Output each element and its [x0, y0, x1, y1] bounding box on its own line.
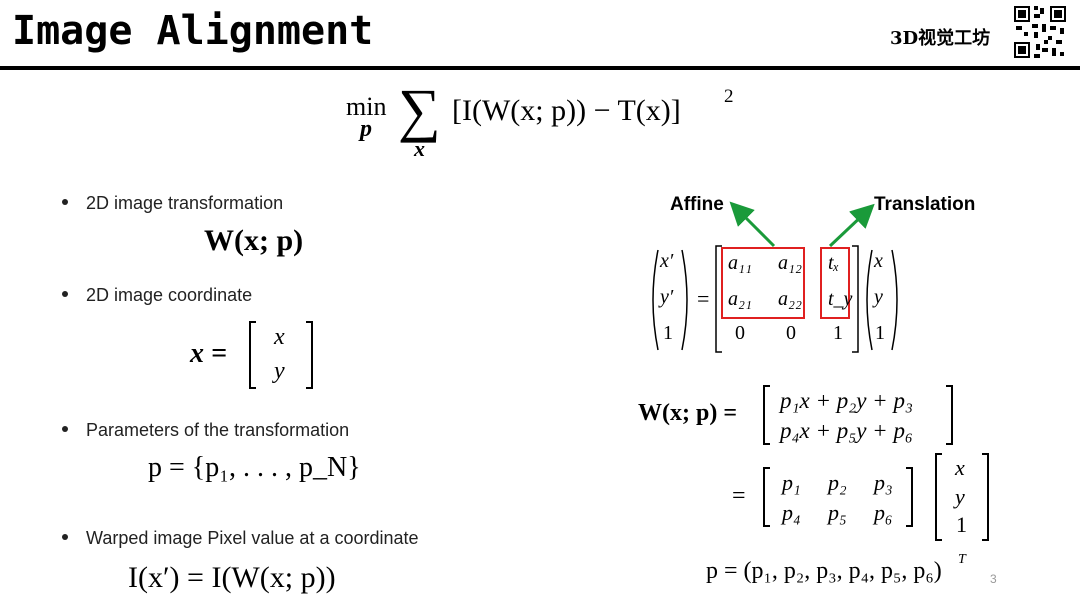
- homog-y: y: [955, 484, 965, 509]
- bullet-parameters: Parameters of the transformation: [62, 420, 349, 441]
- page-number: 3: [990, 572, 997, 586]
- param-p3: p₃: [874, 470, 893, 495]
- formula-warped: I(x′) = I(W(x; p)): [128, 561, 336, 594]
- affine-equals: =: [697, 286, 710, 311]
- objective-expression: [I(W(x; p)) − T(x)]: [452, 94, 681, 127]
- coordinate-vector-brackets: [249, 321, 313, 389]
- min-subscript: p: [360, 116, 372, 142]
- param-p5: p₅: [828, 500, 847, 525]
- objective-exponent: 2: [724, 86, 734, 107]
- min-operator: min: [346, 92, 386, 122]
- param-p4: p₄: [782, 500, 801, 525]
- min-label: min: [346, 92, 387, 121]
- bullet-text: Warped image Pixel value at a coordinate: [86, 528, 419, 548]
- label-translation: Translation: [874, 194, 976, 215]
- box-affine: [721, 247, 805, 319]
- param-vector: p = (p₁, p₂, p₃, p₄, p₅, p₆): [706, 558, 942, 584]
- homog-one: 1: [956, 512, 967, 537]
- warp-lhs: W(x; p) =: [638, 400, 737, 426]
- matrix-r3c1: 0: [735, 322, 745, 344]
- matrix-a12: a₁₂: [778, 252, 802, 274]
- header-rule: [0, 66, 1080, 70]
- sum-subscript: x: [414, 136, 425, 161]
- matrix-tx: tₓ: [828, 252, 840, 274]
- matrix-r3c3: 1: [833, 322, 843, 344]
- affine-rhs-1: y: [874, 286, 883, 308]
- bullet-dot: [62, 534, 68, 541]
- bullet-text: 2D image coordinate: [86, 285, 253, 305]
- warp-row1: p₁x + p₂y + p₃: [780, 388, 913, 413]
- warp-equals-2: =: [732, 483, 746, 509]
- param-p2: p₂: [828, 470, 847, 495]
- affine-rhs-0: x: [874, 250, 883, 272]
- homog-x: x: [955, 455, 965, 480]
- warp-row2: p₄x + p₅y + p₆: [780, 418, 913, 443]
- warp-column-brackets: [763, 385, 953, 445]
- bullet-dot: [62, 199, 68, 206]
- qr-code-icon: [1012, 4, 1068, 60]
- affine-rhs-2: 1: [875, 322, 885, 344]
- coordinate-vector-y: y: [274, 358, 285, 384]
- brand-label: 3D视觉工坊: [890, 28, 991, 49]
- bullet-coordinate: 2D image coordinate: [62, 285, 252, 306]
- matrix-r3c2: 0: [786, 322, 796, 344]
- bullet-warped: Warped image Pixel value at a coordinate: [62, 528, 419, 549]
- box-translation: [820, 247, 850, 319]
- homog-vector-brackets: [935, 453, 989, 541]
- matrix-a11: a₁₁: [728, 252, 752, 274]
- affine-lhs-1: y′: [660, 286, 674, 308]
- param-matrix-brackets: [763, 467, 913, 527]
- formula-coordinate-lhs: x =: [190, 338, 227, 369]
- matrix-ty: t_y: [828, 288, 853, 310]
- formula-transformation: W(x; p): [204, 224, 304, 257]
- bullet-transformation: 2D image transformation: [62, 193, 283, 214]
- bullet-dot: [62, 426, 68, 433]
- arrow-affine: [729, 201, 776, 248]
- matrix-a21: a₂₁: [728, 288, 752, 310]
- param-p6: p₆: [874, 500, 893, 525]
- slide-title: Image Alignment: [12, 8, 374, 54]
- label-affine: Affine: [670, 194, 724, 215]
- affine-lhs-0: x′: [660, 250, 674, 272]
- arrow-translation: [828, 203, 875, 248]
- affine-diagram-graphics: [652, 201, 898, 353]
- bullet-text: Parameters of the transformation: [86, 420, 350, 440]
- param-p1: p₁: [782, 470, 801, 495]
- coordinate-vector-x: x: [274, 324, 285, 350]
- bullet-dot: [62, 291, 68, 298]
- affine-lhs-2: 1: [663, 322, 673, 344]
- param-vector-transpose: T: [958, 552, 966, 567]
- bullet-text: 2D image transformation: [86, 193, 284, 213]
- sum-symbol: ∑: [398, 77, 441, 143]
- formula-parameters: p = {p₁, . . . , p_N}: [148, 452, 361, 483]
- matrix-a22: a₂₂: [778, 288, 802, 310]
